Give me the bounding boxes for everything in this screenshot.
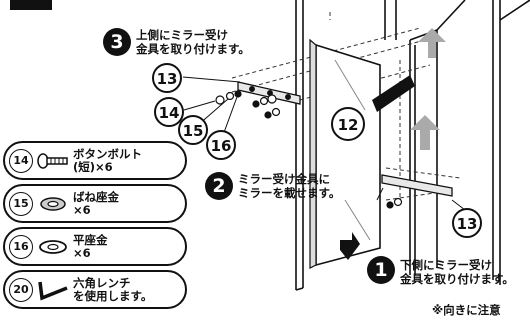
part-row-16: 16 平座金 ×6 <box>3 227 187 266</box>
part-description: 平座金 ×6 <box>73 232 108 260</box>
step-3: 3 上側にミラー受け 金具を取り付けます。 <box>103 28 250 56</box>
hardware-set <box>215 90 403 209</box>
direction-arrows <box>340 28 446 260</box>
part-number: 20 <box>9 277 33 302</box>
part-number: 16 <box>9 234 33 259</box>
part-row-14: 14 ボタンボルト (短)×6 <box>3 141 187 180</box>
lower-bracket <box>381 174 453 197</box>
step-2-number: 2 <box>205 172 233 200</box>
part-row-20: 20 六角レンチ を使用します。 <box>3 270 187 309</box>
spring-washer-icon <box>40 196 66 211</box>
part-number: 14 <box>9 148 33 173</box>
callout-14: 14 <box>154 97 184 127</box>
step-2: 2 ミラー受け金具に ミラーを載せます。 <box>205 172 340 200</box>
step-3-number: 3 <box>103 28 131 56</box>
callout-13-upper: 13 <box>152 63 182 93</box>
orientation-caution: ※向きに注意 <box>432 303 501 317</box>
step-1-number: 1 <box>367 256 395 284</box>
part-row-15: 15 ばね座金 ×6 <box>3 184 187 223</box>
flat-washer-icon <box>39 239 67 254</box>
bolt-icon <box>37 152 68 169</box>
callout-12: 12 <box>331 107 365 141</box>
upper-bracket <box>237 81 301 105</box>
step-1-text: 下側にミラー受け 金具を取り付けます。 <box>400 258 514 286</box>
mirror-panel <box>309 38 381 269</box>
cabinet-frame <box>295 0 530 291</box>
callout-15: 15 <box>178 115 208 145</box>
part-description: 六角レンチ を使用します。 <box>73 275 153 303</box>
part-number: 15 <box>9 191 33 216</box>
part-description: ボタンボルト (短)×6 <box>73 146 142 174</box>
step-1: 1 下側にミラー受け 金具を取り付けます。 <box>367 256 514 286</box>
header-bar <box>10 0 52 10</box>
hex-key-icon <box>38 281 68 300</box>
parts-list: 14 ボタンボルト (短)×6 15 ばね座金 ×6 16 平座金 ×6 <box>3 141 187 313</box>
callout-13-lower: 13 <box>452 208 482 238</box>
part-description: ばね座金 ×6 <box>73 189 119 217</box>
step-3-text: 上側にミラー受け 金具を取り付けます。 <box>136 28 250 56</box>
step-2-text: ミラー受け金具に ミラーを載せます。 <box>238 172 341 200</box>
callout-16: 16 <box>206 130 236 160</box>
